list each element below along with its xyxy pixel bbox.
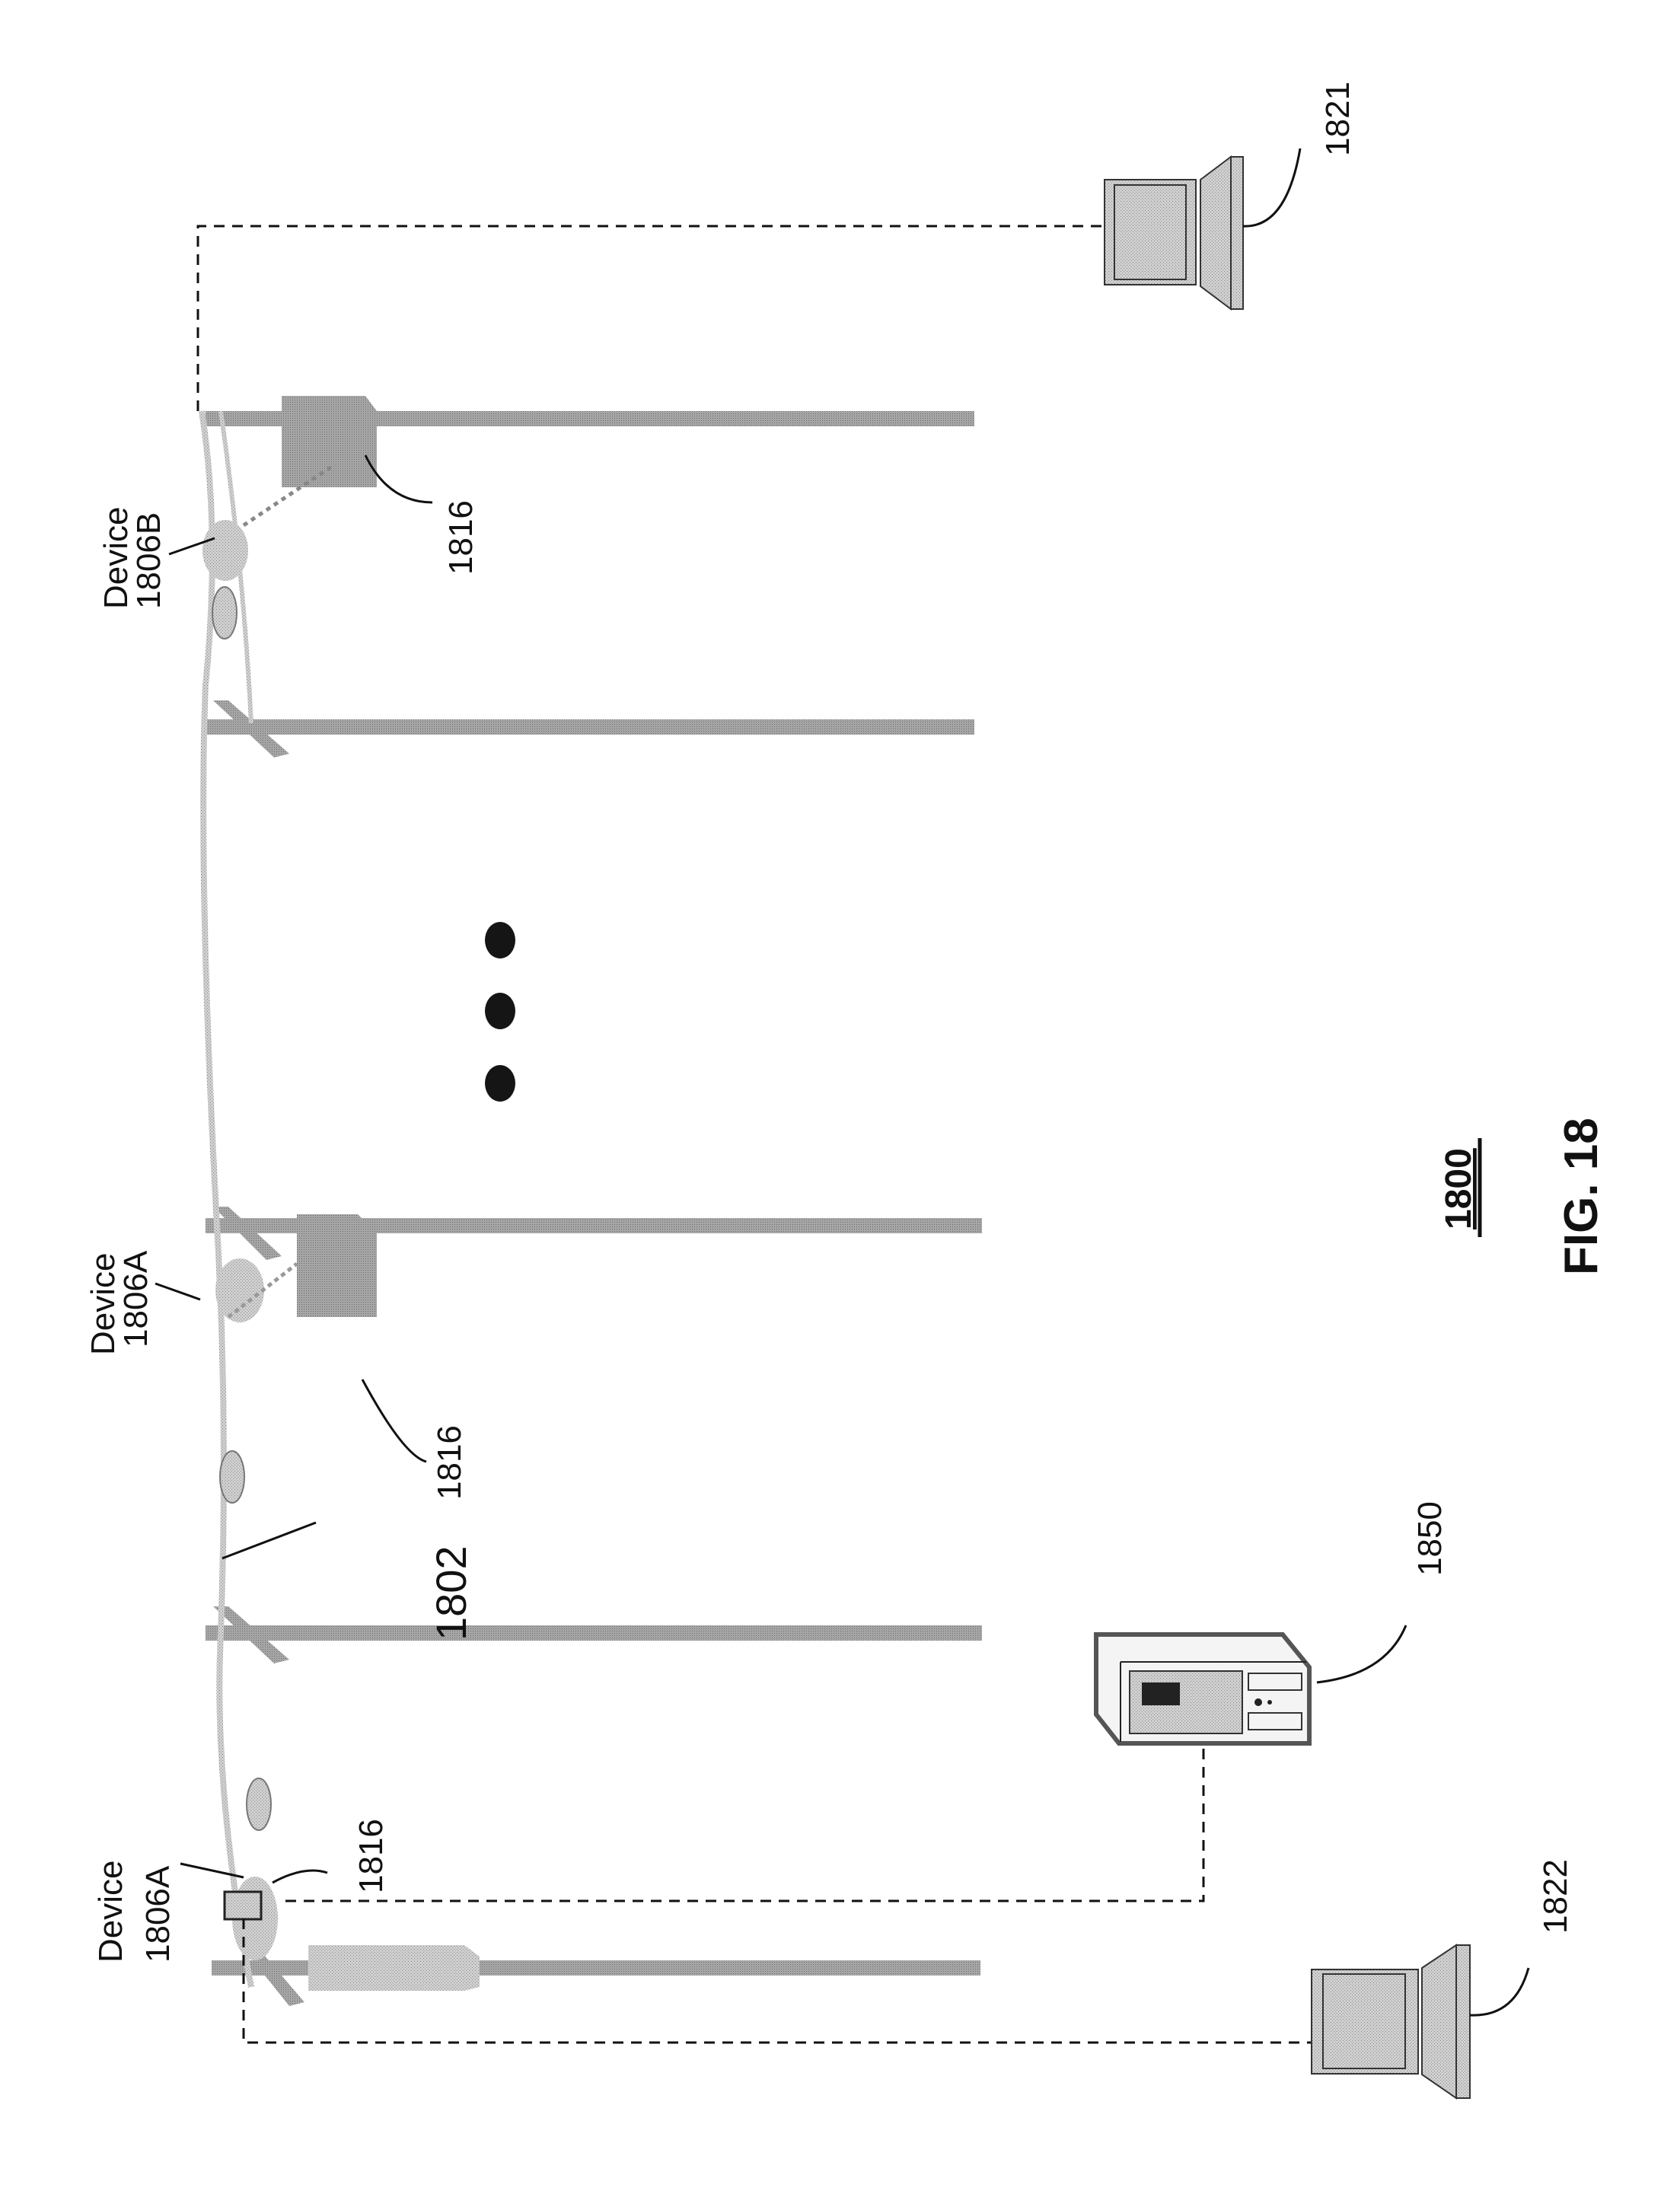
coupler-pole-5	[282, 396, 377, 487]
label-laptop-1821: 1821	[1319, 81, 1356, 156]
figure-title: FIG. 18	[1555, 1118, 1608, 1275]
link-pole-to-laptop-1821	[196, 225, 1104, 411]
ring-1	[246, 1778, 272, 1831]
pole-5	[206, 411, 974, 426]
pole-4	[206, 719, 974, 735]
label-device-1806a-bottom-id: 1806A	[139, 1865, 177, 1963]
link-device-to-laptop-1822	[242, 1918, 1321, 2044]
crossarms	[213, 700, 304, 2006]
ring-3	[212, 586, 237, 639]
device-1806a-bottom-box	[223, 1890, 263, 1921]
device-1806a-top-icon	[215, 1258, 264, 1322]
ring-2	[219, 1450, 245, 1504]
label-device-1806a-top: Device	[84, 1253, 122, 1356]
utility-poles	[206, 411, 982, 1976]
comm-links	[196, 225, 1321, 2044]
label-device-1806b: Device	[97, 507, 135, 610]
label-laptop-1822: 1822	[1537, 1859, 1574, 1934]
coupler-link-a	[227, 1262, 298, 1319]
label-device-1806b-id: 1806B	[130, 512, 167, 609]
pole-2	[206, 1625, 982, 1641]
laptop-1822-icon	[1311, 1944, 1471, 2100]
laptop-1821-leader-line	[1242, 148, 1302, 228]
label-device-1806a-bottom: Device	[92, 1861, 129, 1963]
power-line-1802	[199, 410, 254, 1988]
coupler-pole-1	[308, 1945, 480, 1991]
label-coupler-1816-1: 1816	[352, 1819, 390, 1893]
laptop-1822-leader-line	[1469, 1967, 1530, 2017]
label-coupler-1816-2: 1816	[431, 1425, 468, 1500]
label-coupler-1816-3: 1816	[442, 500, 480, 575]
coupler-pole-3	[297, 1214, 377, 1317]
link-device-to-server	[285, 1745, 1205, 1902]
leader-lines	[155, 454, 433, 1884]
pole-3	[206, 1218, 982, 1233]
coupler-link-b	[242, 462, 336, 528]
figure-ref-1800: 1800	[1439, 1148, 1479, 1229]
laptop-1821-icon	[1104, 155, 1244, 311]
label-device-1806a-top-id: 1806A	[117, 1250, 155, 1347]
label-line-1802: 1802	[427, 1545, 475, 1641]
label-server-1850: 1850	[1411, 1501, 1449, 1576]
insulator-rings	[212, 586, 272, 1831]
device-1806b-icon	[202, 520, 248, 581]
server-1850-icon	[1094, 1632, 1312, 1746]
server-leader-line	[1316, 1625, 1407, 1684]
ellipsis-dots	[485, 922, 515, 1102]
